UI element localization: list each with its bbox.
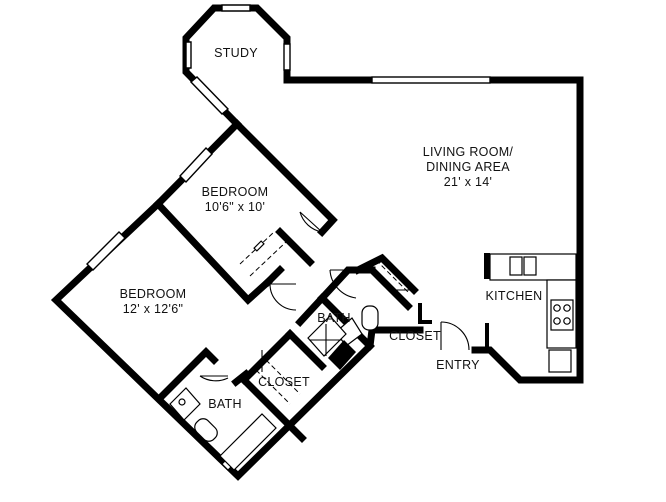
dining-area-label: DINING AREA bbox=[426, 160, 510, 174]
bath2-label: BATH bbox=[208, 397, 242, 411]
entry-label: ENTRY bbox=[436, 358, 480, 372]
study-walls bbox=[182, 4, 291, 129]
bedroom2-size: 12' x 12'6" bbox=[123, 302, 183, 316]
refrigerator bbox=[548, 349, 572, 373]
bedroom1-label: BEDROOM bbox=[202, 185, 269, 199]
sink-basin-right bbox=[523, 256, 537, 276]
entry-door bbox=[440, 321, 470, 351]
living-room-label: LIVING ROOM/ bbox=[423, 145, 514, 159]
closet2-label: CLOSET bbox=[258, 375, 310, 389]
closet-lower bbox=[239, 329, 327, 405]
bath1 bbox=[295, 265, 413, 370]
closet-shelf-icon bbox=[253, 240, 265, 252]
bedroom2-window bbox=[86, 231, 126, 271]
bedroom1-size: 10'6" x 10' bbox=[205, 200, 265, 214]
stove-burner-icon bbox=[563, 304, 571, 312]
closet1-label: CLOSET bbox=[389, 329, 441, 343]
bath2 bbox=[157, 347, 307, 471]
toilet-icon bbox=[194, 418, 218, 442]
living-room-size: 21' x 14' bbox=[444, 175, 492, 189]
study-window-north bbox=[221, 4, 251, 12]
stove-burner-icon bbox=[553, 304, 561, 312]
stove-burner-icon bbox=[563, 317, 571, 325]
stove-burner-icon bbox=[553, 317, 561, 325]
living-room-walls bbox=[283, 76, 584, 384]
study-label: STUDY bbox=[214, 46, 258, 60]
bathtub-rim bbox=[219, 413, 277, 471]
closet-upper bbox=[353, 253, 419, 301]
living-room-window bbox=[371, 76, 491, 84]
bedroom1-walls bbox=[153, 119, 338, 305]
bedroom-exterior-walls bbox=[50, 119, 424, 481]
study-window-sw bbox=[189, 76, 230, 115]
bath1-label: BATH bbox=[317, 311, 351, 325]
sink-icon bbox=[335, 317, 363, 347]
study-window-west bbox=[185, 41, 192, 69]
stove bbox=[550, 299, 574, 331]
room-labels: STUDY LIVING ROOM/ DINING AREA 21' x 14'… bbox=[120, 46, 543, 411]
kitchen-label: KITCHEN bbox=[486, 289, 543, 303]
study-window-east bbox=[283, 43, 291, 71]
toilet-icon bbox=[361, 305, 379, 331]
sink-icon bbox=[169, 387, 201, 421]
shower-icon bbox=[307, 315, 347, 357]
sink-basin-left bbox=[509, 256, 523, 276]
bedroom1-window bbox=[179, 146, 213, 184]
kitchen-fixtures bbox=[484, 253, 577, 373]
bedroom2-label: BEDROOM bbox=[120, 287, 187, 301]
